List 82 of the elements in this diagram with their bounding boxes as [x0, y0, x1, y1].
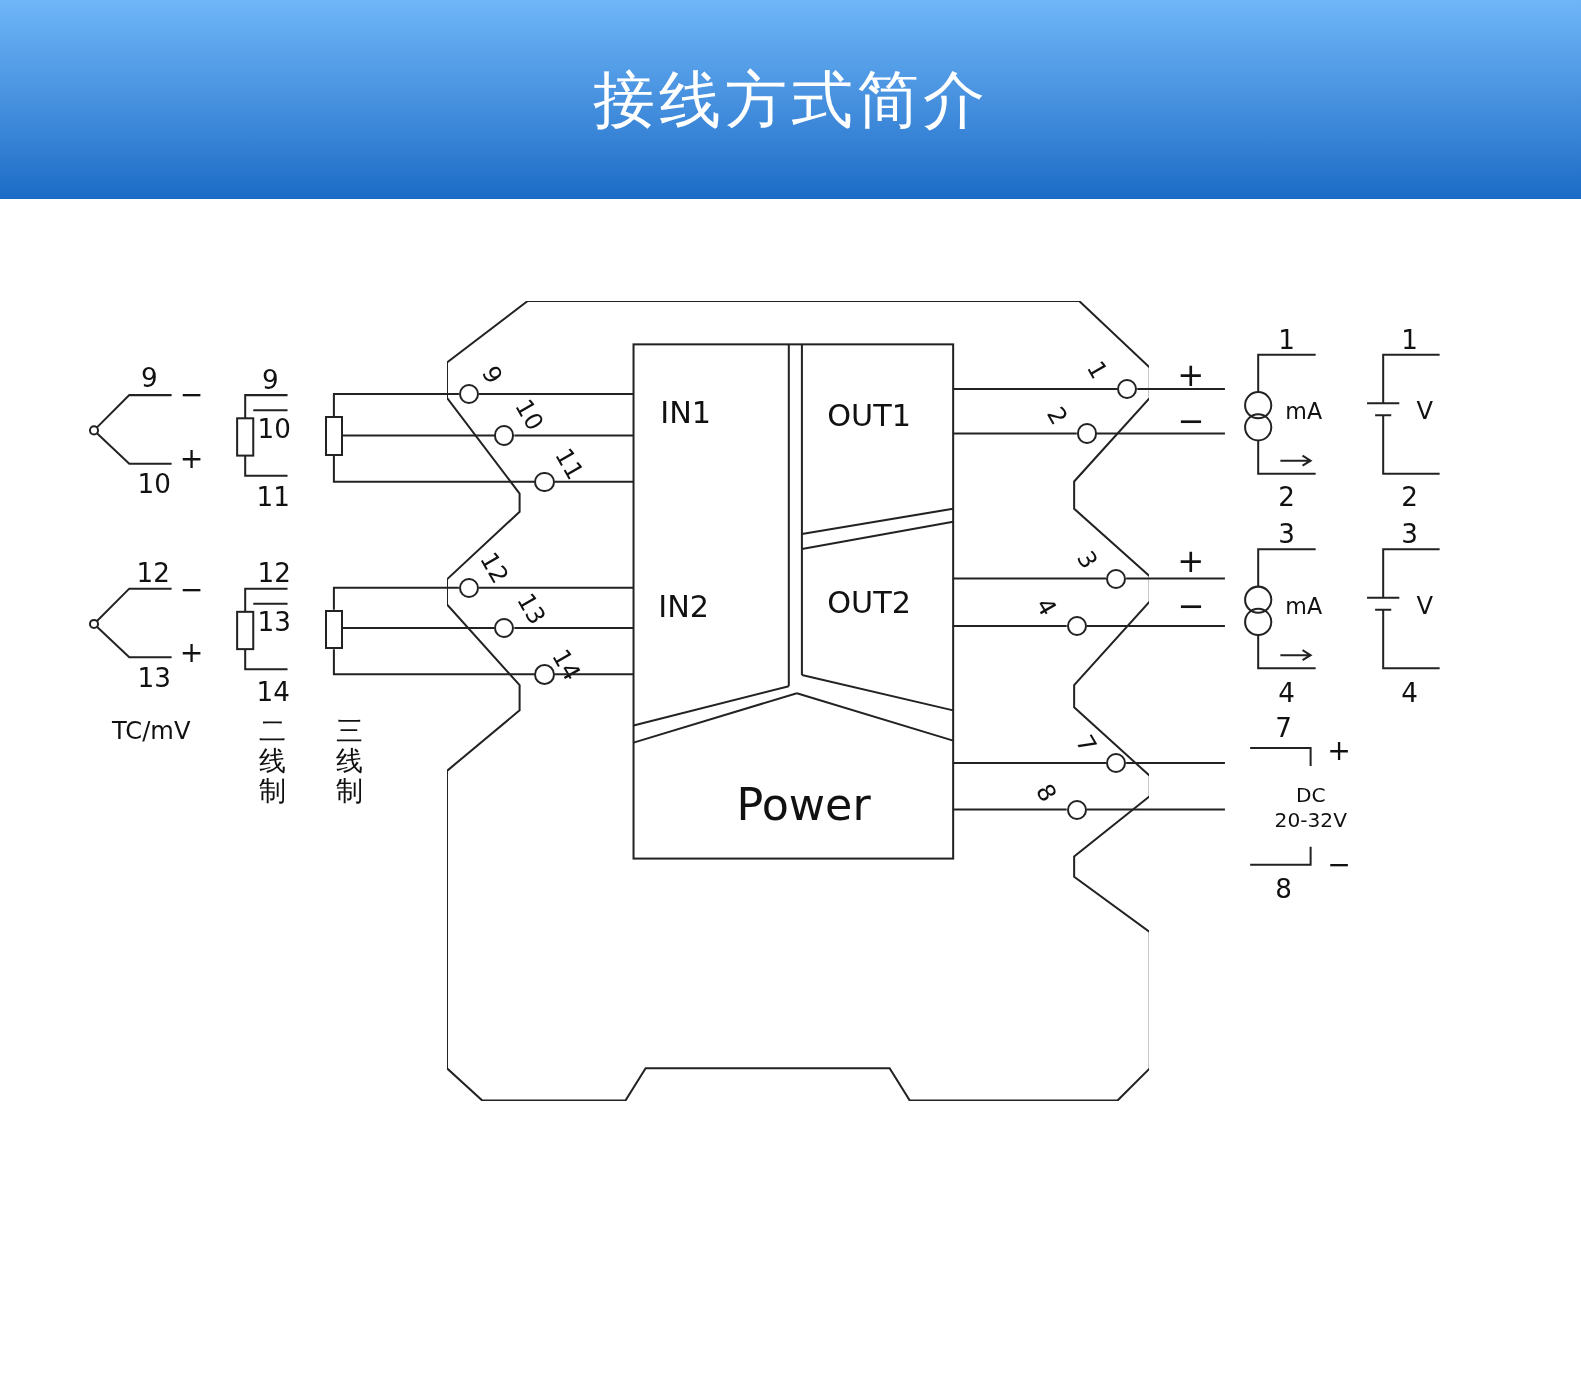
- wire: [554, 480, 634, 483]
- wire-number: 7: [1275, 714, 1292, 742]
- wire-number: 4: [1401, 679, 1418, 706]
- polarity-sign: −: [1177, 589, 1205, 623]
- section-label: IN2: [658, 591, 709, 623]
- unit-label: mA: [1285, 594, 1323, 618]
- section-label: OUT1: [827, 401, 911, 432]
- polarity-sign: −: [1177, 405, 1205, 438]
- wire: [1126, 577, 1225, 580]
- wire-number: 1: [1278, 326, 1295, 353]
- wire: [1137, 388, 1225, 391]
- terminal-number: 14: [547, 646, 584, 685]
- wire: [514, 434, 634, 437]
- wire-number: 8: [1275, 876, 1292, 903]
- terminal-number: 2: [1042, 403, 1071, 430]
- wire: [479, 393, 634, 396]
- wire: [1086, 624, 1225, 627]
- section-label: IN1: [660, 398, 711, 429]
- wire-number: 10: [257, 415, 291, 442]
- section-label: OUT2: [827, 587, 911, 619]
- wire-number: 13: [137, 664, 171, 691]
- terminal-number: 13: [513, 589, 550, 629]
- wire: [514, 626, 634, 629]
- wire-number: 2: [1278, 483, 1295, 511]
- polarity-sign: +: [1177, 358, 1205, 392]
- terminal-number: 4: [1031, 594, 1060, 620]
- wire-number: 9: [140, 365, 158, 392]
- wire-number: 13: [257, 609, 291, 636]
- wire: [952, 808, 1067, 811]
- wire-number: 10: [137, 470, 171, 498]
- wire: [952, 762, 1106, 765]
- wire-number: 11: [256, 483, 290, 511]
- terminal-number: 12: [475, 548, 513, 588]
- wire-number: 12: [257, 559, 291, 586]
- polarity-sign: +: [1327, 737, 1351, 766]
- resistor-symbol: [324, 610, 343, 650]
- unit-label: V: [1416, 593, 1433, 619]
- terminal-number: 8: [1031, 779, 1060, 806]
- wire: [952, 388, 1118, 391]
- wire-number: 14: [256, 678, 290, 705]
- resistor-symbol: [324, 416, 343, 456]
- wire: [332, 649, 535, 676]
- terminal-number: 3: [1072, 546, 1102, 573]
- wire-number: 3: [1401, 521, 1418, 548]
- wire: [1086, 808, 1225, 811]
- terminal-number: 1: [1082, 357, 1112, 383]
- wire: [332, 586, 459, 610]
- wire: [342, 434, 495, 437]
- wire-number: 4: [1278, 679, 1295, 706]
- unit-label: V: [1416, 399, 1433, 424]
- page-title: 接线方式简介: [592, 68, 989, 131]
- input-type-label: TC/mV: [112, 718, 191, 744]
- polarity-sign: +: [179, 639, 204, 668]
- wire: [554, 673, 634, 676]
- polarity-sign: +: [179, 444, 204, 473]
- terminal-number: 9: [477, 362, 507, 388]
- input-type-label: 三线制: [336, 715, 364, 806]
- wire: [1096, 432, 1225, 435]
- terminal-number: 11: [550, 444, 587, 484]
- wire-number: 9: [261, 367, 279, 394]
- wire: [479, 586, 634, 589]
- wire: [952, 577, 1106, 580]
- wire: [952, 432, 1077, 435]
- wire: [342, 626, 495, 629]
- input-type-label: 二线制: [258, 715, 286, 806]
- polarity-sign: −: [179, 381, 204, 410]
- unit-label: mA: [1285, 400, 1323, 423]
- polarity-sign: −: [1327, 851, 1351, 880]
- wire: [1126, 762, 1225, 765]
- wire: [332, 393, 459, 417]
- wire: [952, 624, 1067, 627]
- terminal-number: 7: [1071, 731, 1101, 757]
- terminal-number: 10: [511, 396, 548, 435]
- wire-number: 2: [1401, 483, 1418, 511]
- wire-number: 3: [1278, 521, 1295, 548]
- supply-label: DC 20-32V: [1273, 782, 1348, 833]
- polarity-sign: −: [179, 575, 204, 604]
- polarity-sign: +: [1177, 544, 1205, 577]
- section-label: Power: [736, 782, 871, 827]
- wire: [332, 455, 535, 483]
- wire-number: 1: [1401, 326, 1418, 353]
- wire-number: 12: [136, 559, 170, 586]
